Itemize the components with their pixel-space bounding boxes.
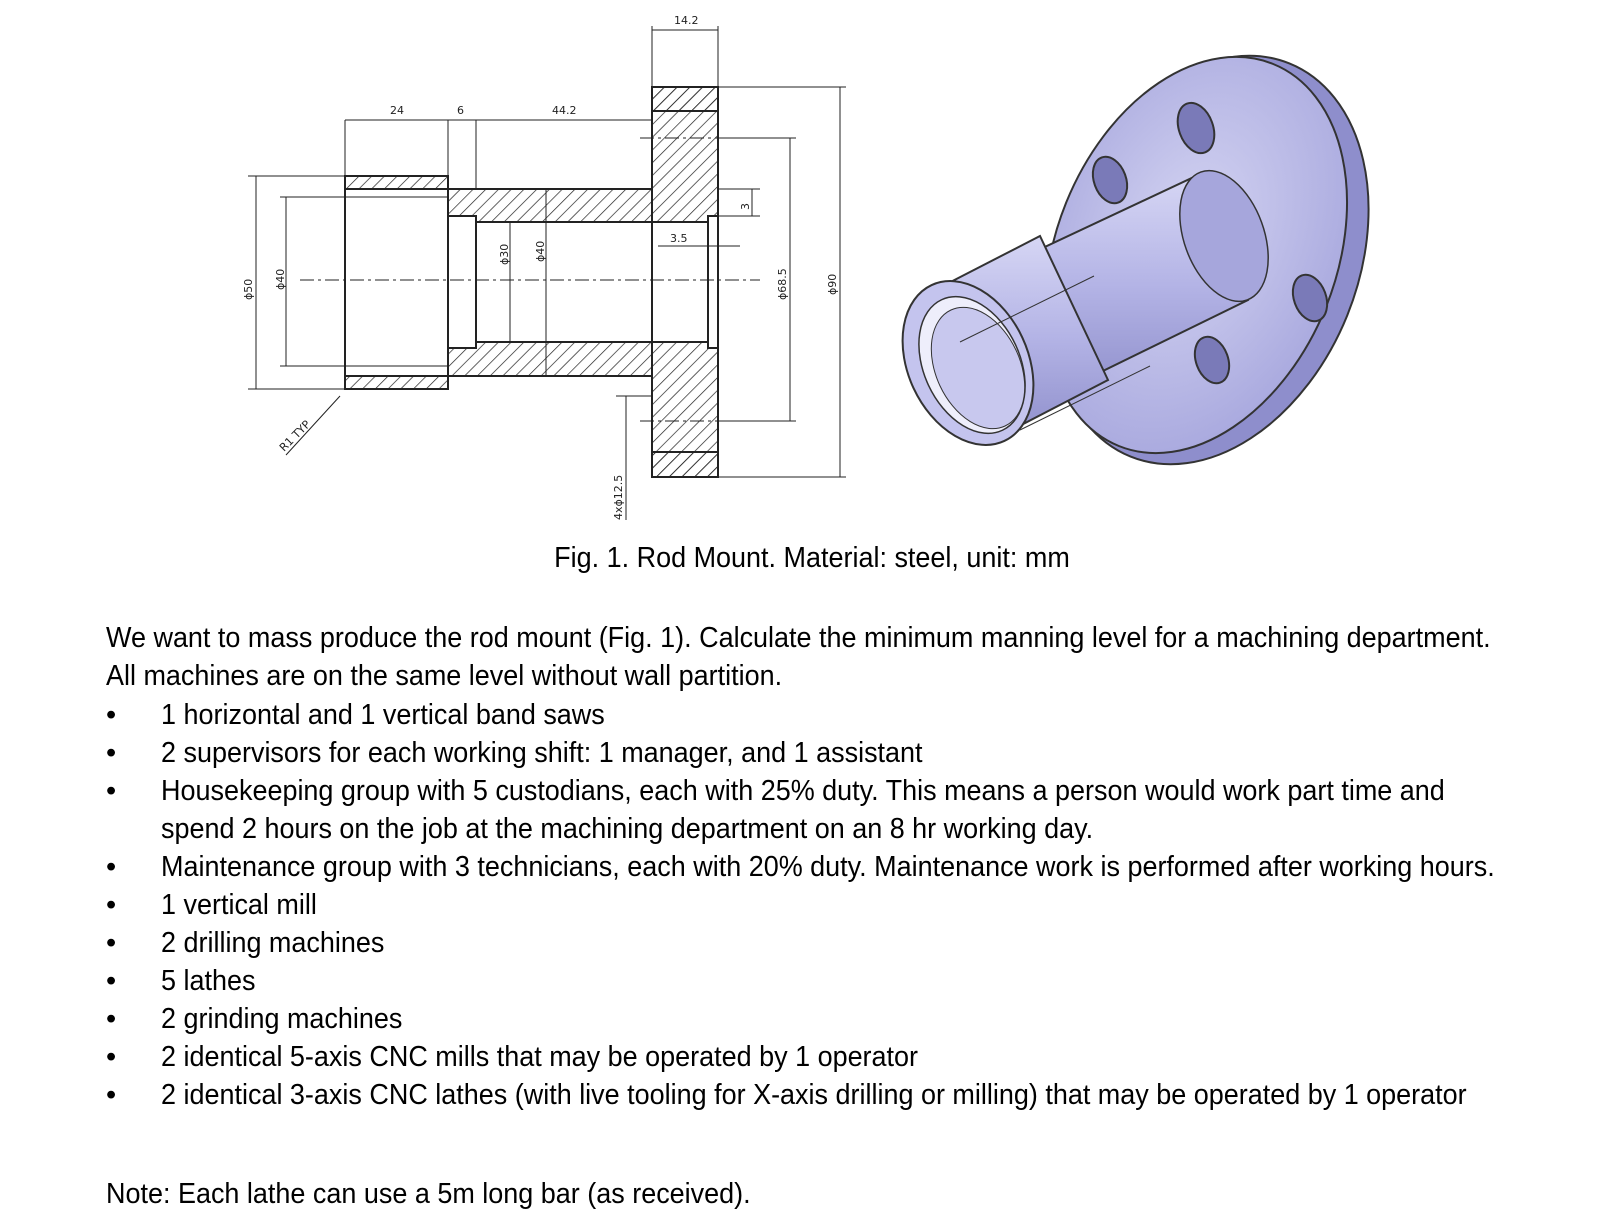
figure-caption: Fig. 1. Rod Mount. Material: steel, unit…	[554, 542, 1070, 574]
intro-line-2: All machines are on the same level witho…	[106, 660, 783, 692]
list-item: •1 vertical mill	[106, 886, 1595, 924]
bolt-hole-icon	[1176, 101, 1216, 155]
list-item: •2 identical 5-axis CNC mills that may b…	[106, 1038, 1595, 1076]
dim-holes: 4xɸ12.5	[612, 475, 625, 520]
technical-drawing	[300, 86, 760, 478]
dim-6: 6	[457, 104, 464, 117]
dim-phi90: ɸ90	[826, 274, 839, 295]
dim-phi30: ɸ30	[498, 244, 511, 265]
dim-3: 3	[739, 203, 752, 210]
bullet-icon: •	[106, 699, 117, 731]
dim-3-5: 3.5	[670, 232, 688, 245]
bolt-hole-icon	[1193, 335, 1231, 385]
bullet-icon: •	[106, 737, 117, 769]
list-item: •Housekeeping group with 5 custodians, e…	[106, 772, 1595, 848]
dim-phi40-left: ɸ40	[274, 269, 287, 290]
bullet-icon: •	[106, 927, 117, 959]
requirements-list: •1 horizontal and 1 vertical band saws •…	[106, 696, 1595, 1114]
list-item: •2 grinding machines	[106, 1000, 1595, 1038]
list-item: •2 drilling machines	[106, 924, 1595, 962]
dim-phi50: ɸ50	[242, 279, 255, 300]
dim-r1-typ: R1 TYP	[277, 418, 313, 454]
bullet-icon: •	[106, 775, 117, 807]
dim-44-2: 44.2	[552, 104, 577, 117]
rod-mount-3d-render	[901, 54, 1370, 466]
bullet-icon: •	[106, 1079, 117, 1111]
bullet-icon: •	[106, 965, 117, 997]
bolt-hole-icon	[1291, 273, 1329, 323]
bullet-icon: •	[106, 851, 117, 883]
bolt-hole-icon	[1091, 155, 1129, 205]
bullet-icon: •	[106, 1003, 117, 1035]
note: Note: Each lathe can use a 5m long bar (…	[106, 1178, 751, 1210]
dim-14-2: 14.2	[674, 14, 699, 27]
list-item: •5 lathes	[106, 962, 1595, 1000]
list-item: •1 horizontal and 1 vertical band saws	[106, 696, 1595, 734]
dim-24: 24	[390, 104, 404, 117]
intro-line-1: We want to mass produce the rod mount (F…	[106, 622, 1491, 654]
rod-mount-figure: 14.2 24 6 44.2 3.5 ɸ50 ɸ40 ɸ30 ɸ40 3 ɸ68…	[242, 14, 1370, 520]
list-item: •2 supervisors for each working shift: 1…	[106, 734, 1595, 772]
list-item: •2 identical 3-axis CNC lathes (with liv…	[106, 1076, 1595, 1114]
bullet-icon: •	[106, 889, 117, 921]
dimension-lines	[248, 26, 846, 520]
dimension-labels: 14.2 24 6 44.2 3.5 ɸ50 ɸ40 ɸ30 ɸ40 3 ɸ68…	[242, 14, 839, 520]
dim-phi40-mid: ɸ40	[534, 241, 547, 262]
dim-phi68-5: ɸ68.5	[776, 268, 789, 300]
bullet-icon: •	[106, 1041, 117, 1073]
list-item: •Maintenance group with 3 technicians, e…	[106, 848, 1595, 886]
